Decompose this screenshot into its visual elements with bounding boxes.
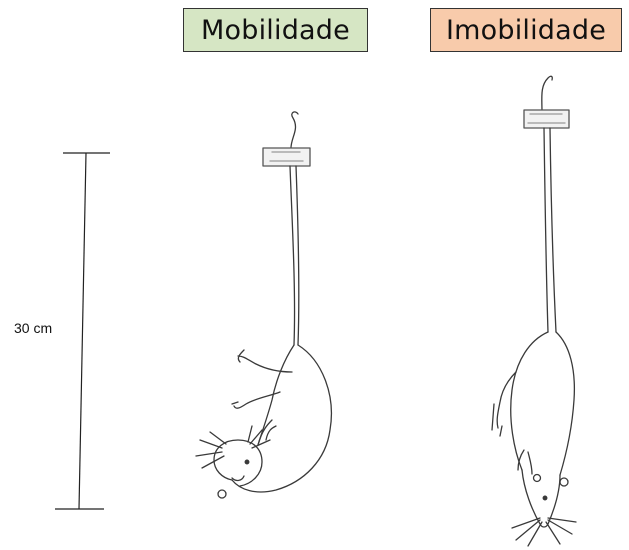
mobile-eye [245,460,249,464]
mobile-ear [218,490,226,498]
immobile-hind-leg [492,372,516,436]
mobile-hind-leg-2 [232,392,280,408]
scale-bar-line [79,153,86,509]
mobile-mouse-illustration [196,112,331,498]
mobile-whiskers [196,426,270,468]
immobile-front-leg [518,450,532,474]
immobile-whiskers [512,518,576,546]
mobile-tail [290,166,295,345]
immobile-eye [543,496,547,500]
mobile-hind-leg-1 [238,350,292,372]
immobile-ear-right [560,478,568,486]
scale-bar [55,153,110,509]
immobile-ear-left [534,475,541,482]
immobile-body-right [556,332,574,475]
immobile-body-left [511,332,548,470]
immobile-tape [524,110,569,128]
mobile-tail-tip [291,112,298,150]
scale-label: 30 cm [14,320,52,336]
immobile-tail-tip [542,76,552,112]
immobile-tail [544,128,548,332]
mobile-tape [263,148,310,166]
immobile-mouse-illustration [492,76,576,546]
